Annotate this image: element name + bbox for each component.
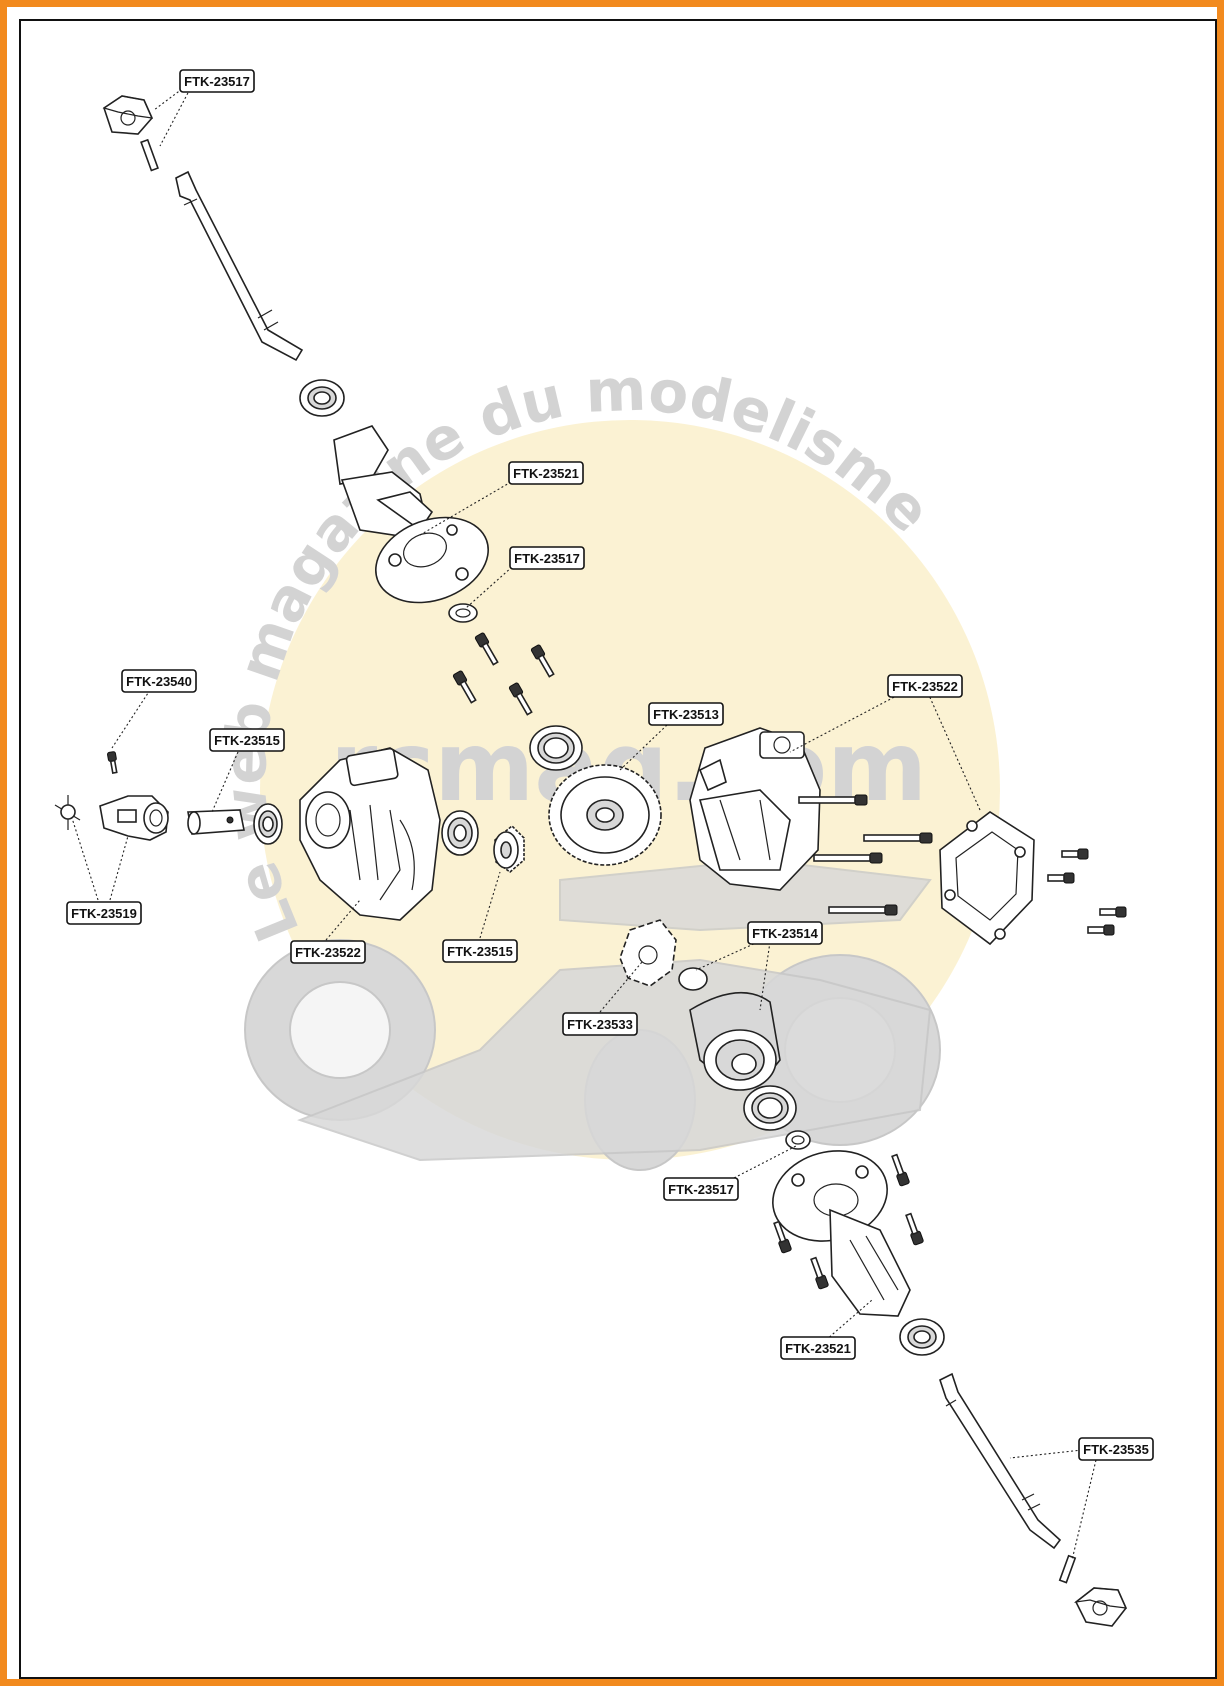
label-ftk-23535: FTK-23535 <box>1078 1437 1154 1461</box>
svg-text:FTK-23535: FTK-23535 <box>1083 1442 1149 1457</box>
svg-text:FTK-23517: FTK-23517 <box>184 74 250 89</box>
top-hex-hub <box>102 95 159 172</box>
label-ftk-23540: FTK-23540 <box>121 669 197 693</box>
ring-gear <box>548 764 662 866</box>
lower-shim <box>785 1130 811 1150</box>
watermark: rcmag.com Le web magazine du modelisme <box>211 356 1000 1171</box>
label-ftk-23514: FTK-23514 <box>747 921 823 945</box>
svg-text:FTK-23519: FTK-23519 <box>71 906 137 921</box>
top-shim-hole <box>455 608 471 618</box>
small-screw-left <box>107 751 118 775</box>
svg-text:FTK-23522: FTK-23522 <box>892 679 958 694</box>
lower-screws <box>773 1153 924 1290</box>
cross-pin <box>54 795 81 830</box>
center-large-bearing <box>529 725 583 771</box>
inner-border <box>19 19 1217 1679</box>
top-screws <box>452 632 555 716</box>
leader-lines <box>71 88 1097 1561</box>
pinion-gear <box>493 824 525 874</box>
svg-text:FTK-23514: FTK-23514 <box>752 926 819 941</box>
label-ftk-23522-right: FTK-23522 <box>887 674 963 698</box>
label-ftk-23522-left: FTK-23522 <box>290 940 366 964</box>
label-ftk-23513: FTK-23513 <box>648 702 724 726</box>
label-ftk-23533: FTK-23533 <box>562 1012 638 1036</box>
top-outdrive-housing <box>333 425 489 604</box>
small-bushing <box>678 967 708 991</box>
bottom-hex-hub <box>1058 1554 1127 1627</box>
label-ftk-23517-top: FTK-23517 <box>179 69 255 93</box>
diff-cover-plate <box>939 811 1035 946</box>
top-shim <box>448 603 478 623</box>
diff-housing-cup <box>689 991 781 1091</box>
diff-case-left <box>299 747 441 921</box>
svg-text:FTK-23540: FTK-23540 <box>126 674 192 689</box>
svg-text:FTK-23522: FTK-23522 <box>295 945 361 960</box>
svg-text:FTK-23513: FTK-23513 <box>653 707 719 722</box>
top-bearing <box>299 379 345 417</box>
label-ftk-23515-mid: FTK-23515 <box>442 939 518 963</box>
label-ftk-23521-top: FTK-23521 <box>508 461 584 485</box>
lower-shim-hole <box>791 1135 805 1145</box>
svg-text:FTK-23515: FTK-23515 <box>214 733 280 748</box>
top-drive-shaft <box>175 170 304 362</box>
mid-bearing <box>441 810 479 856</box>
bottom-bearing <box>899 1318 945 1356</box>
svg-text:FTK-23515: FTK-23515 <box>447 944 513 959</box>
right-small-screws <box>1047 848 1127 936</box>
lower-outdrive-housing <box>772 1150 911 1317</box>
svg-text:FTK-23521: FTK-23521 <box>513 466 579 481</box>
left-pin-shaft <box>187 809 245 835</box>
part-labels: FTK-23517 FTK-23521 FTK-23517 FTK-23540 … <box>66 69 1154 1461</box>
svg-text:FTK-23517: FTK-23517 <box>668 1182 734 1197</box>
diff-case-right <box>689 727 821 891</box>
svg-text:FTK-23533: FTK-23533 <box>567 1017 633 1032</box>
svg-text:FTK-23517: FTK-23517 <box>514 551 580 566</box>
svg-text:FTK-23521: FTK-23521 <box>785 1341 851 1356</box>
label-ftk-23515-left: FTK-23515 <box>209 728 285 752</box>
label-ftk-23521-bottom: FTK-23521 <box>780 1336 856 1360</box>
spider-gear <box>619 919 677 987</box>
left-outdrive-cup <box>99 795 169 841</box>
bottom-drive-shaft <box>939 1372 1062 1550</box>
left-bearing <box>253 803 283 845</box>
label-ftk-23519: FTK-23519 <box>66 901 142 925</box>
lower-bearing <box>743 1085 797 1131</box>
label-ftk-23517-bottom: FTK-23517 <box>663 1177 739 1201</box>
long-screws <box>798 794 933 916</box>
label-ftk-23517-mid: FTK-23517 <box>509 546 585 570</box>
